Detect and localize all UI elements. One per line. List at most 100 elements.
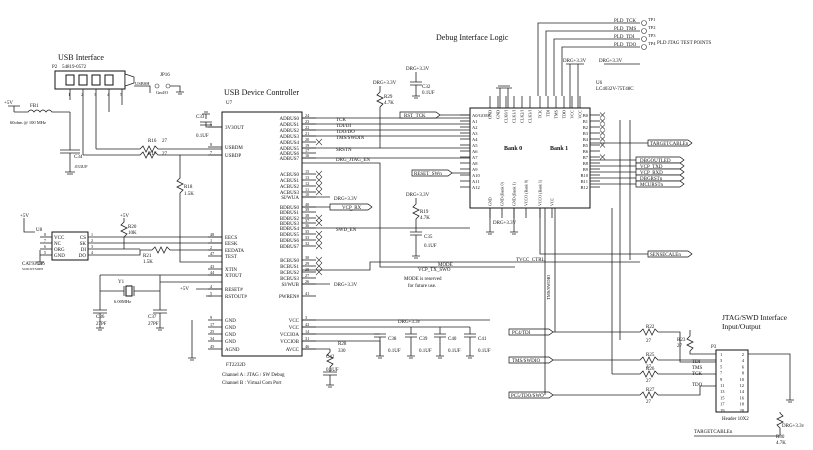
tp-ref: TP2: [648, 25, 656, 30]
ft-power-section: R28 330 C42 0.1UF DRG+3.3v C38 0.1UF C39…: [302, 319, 491, 388]
eeprom-right-pin-number: 1: [91, 232, 93, 237]
cpld-right-pin-name: B2: [583, 125, 588, 130]
cpld-output-flag: [635, 156, 685, 164]
jtag-vertical-bus: [544, 120, 631, 395]
ft-left-pin-name: USBDP: [225, 154, 241, 159]
crystal-section: Y1 6.00MHz C36 27PF C37 27PF: [93, 274, 222, 331]
targetcable-bottom: TARGETCABLEn: [694, 430, 733, 435]
ft-right-pin-number: 36: [305, 223, 309, 228]
usb-interface-section: USB Interface P2 54819-0572 1 2 3 4 5 US…: [4, 53, 222, 263]
eeprom-left-pin-name: GND: [54, 254, 65, 259]
usbsh-label: USBSH: [135, 81, 150, 86]
cpld-left-pin-name: A1: [472, 119, 478, 124]
jtag-section: JTAG/SWD Interface Input/Output P3 Heade…: [508, 120, 805, 446]
nc-mark: [599, 130, 606, 136]
ft-right-pin-number: 13: [305, 175, 309, 180]
cpld-left-pin-name: A2: [472, 125, 478, 130]
ft-right-pin-number: 28: [305, 267, 309, 272]
tp-wire: [545, 30, 640, 96]
net-tdo: TDO/DO: [336, 130, 355, 135]
ft-left-pin-number: 45: [210, 344, 214, 349]
ft-right-pin-number: 46: [305, 344, 309, 349]
ft-right-pin-number: 38: [305, 213, 309, 218]
c38-ref: C38: [388, 337, 397, 342]
r16-value: 27: [162, 139, 168, 144]
sensecalen-flag: [647, 250, 693, 258]
reset-sw-text: RESET_SWn: [414, 172, 442, 177]
c36-ref: C36: [96, 315, 105, 320]
r20-value: 10K: [128, 231, 137, 236]
eeprom-right-pin-number: 4: [91, 250, 93, 255]
nc-mark: [315, 242, 323, 250]
tms-swdio-flag: [508, 356, 554, 364]
jtag-pin-even: 18: [740, 402, 745, 407]
ft-right-pin-number: 26: [305, 279, 309, 284]
ft-right-pin-name: BDBUS5: [280, 233, 300, 238]
cpld-right-pin-name: B1: [583, 119, 588, 124]
tp-net-label: PLD_TCK: [614, 19, 636, 24]
p3-ref: P3: [711, 345, 717, 350]
ft-right-pin-number: 35: [305, 229, 309, 234]
c32-value: 0.1UF: [422, 91, 435, 96]
ft-vcc-wires: [302, 319, 490, 350]
swd-mode-nets: [302, 227, 640, 271]
jtag-pin-even: 14: [740, 389, 745, 394]
ft-left-pin-number: 4: [210, 284, 213, 289]
y1-leads: [100, 286, 160, 296]
usb-pin-5: 5: [120, 92, 123, 97]
jtag-pin-odd: 11: [720, 383, 724, 388]
cpld-right-pin-name: B12: [580, 185, 588, 190]
cpld-right-pin-name: B8: [583, 161, 589, 166]
r28-value: 330: [338, 349, 346, 354]
eeprom-left-pin-number: 7: [44, 238, 46, 243]
ft-right-pin-name: ACBUS3: [280, 191, 300, 196]
cpld-top-pin-name: CLK1/I: [512, 109, 517, 123]
c33-value: 0.1UF: [196, 134, 209, 139]
r23-resistor: [686, 330, 716, 355]
cpld-bottom-pin-name: GND (Bank 1): [512, 182, 517, 206]
ft-left-pin-number: 9: [210, 315, 212, 320]
cpld-bottom-pin-name: GND: [488, 197, 493, 206]
targetcable-text-cpld: TARGETCABLEn: [650, 142, 689, 147]
ft-right-pin-name: SI/WUA: [281, 196, 299, 201]
ft-right-pin-number: 33: [305, 235, 309, 240]
nc-mark: [315, 219, 323, 227]
y1-value: 6.00MHz: [114, 299, 131, 304]
net-mode: MODE: [438, 263, 453, 268]
bank1-label: Bank 1: [550, 146, 568, 152]
ft-right-pin-name: AVCC: [286, 348, 300, 353]
c34-cap: [60, 149, 80, 175]
cpld-left-pin-name: A6: [472, 149, 478, 154]
r27-resistor: [553, 385, 716, 399]
ft-right-pin-number: 27: [305, 273, 309, 278]
jtag-gnd: [748, 353, 794, 403]
c36-value: 27PF: [96, 322, 107, 327]
cpld-bottom-pin-name: GND (Bank 0): [500, 182, 505, 206]
jtag-pin-odd: 7: [720, 371, 723, 376]
usb-pin-wires: [69, 89, 123, 155]
c35-value: 0.1UF: [424, 244, 437, 249]
cpld-left-pin-name: A10: [472, 173, 480, 178]
pc4-tdi-text: PC4/TDI: [512, 331, 531, 336]
r23-ref: R23: [677, 338, 686, 343]
ft-right-pin-number: 42: [305, 322, 309, 327]
ft-left-pin-name: USBDM: [225, 146, 243, 151]
jp16-ground: [170, 85, 184, 95]
cpld-right-pin-name: B3: [583, 131, 589, 136]
cpld-top-pin-name: GND: [496, 110, 501, 119]
c32-ref: C32: [422, 85, 431, 90]
usb-pin-2: 2: [81, 92, 83, 97]
eeprom-right-pin-name: DI: [81, 248, 87, 253]
usb-pin-1: 1: [68, 92, 70, 97]
cpld-left-pin-name: A9: [472, 167, 478, 172]
ft-left-pin-number: 48: [210, 232, 214, 237]
bank0-label: Bank 0: [504, 146, 522, 152]
u6-ref: U6: [596, 81, 603, 86]
ft-right-pin-number: 16: [305, 153, 309, 158]
r16-ref: R16: [148, 139, 157, 144]
jtag-subtitle: Input/Output: [722, 322, 762, 331]
ft-right-pin-number: 12: [305, 181, 309, 186]
